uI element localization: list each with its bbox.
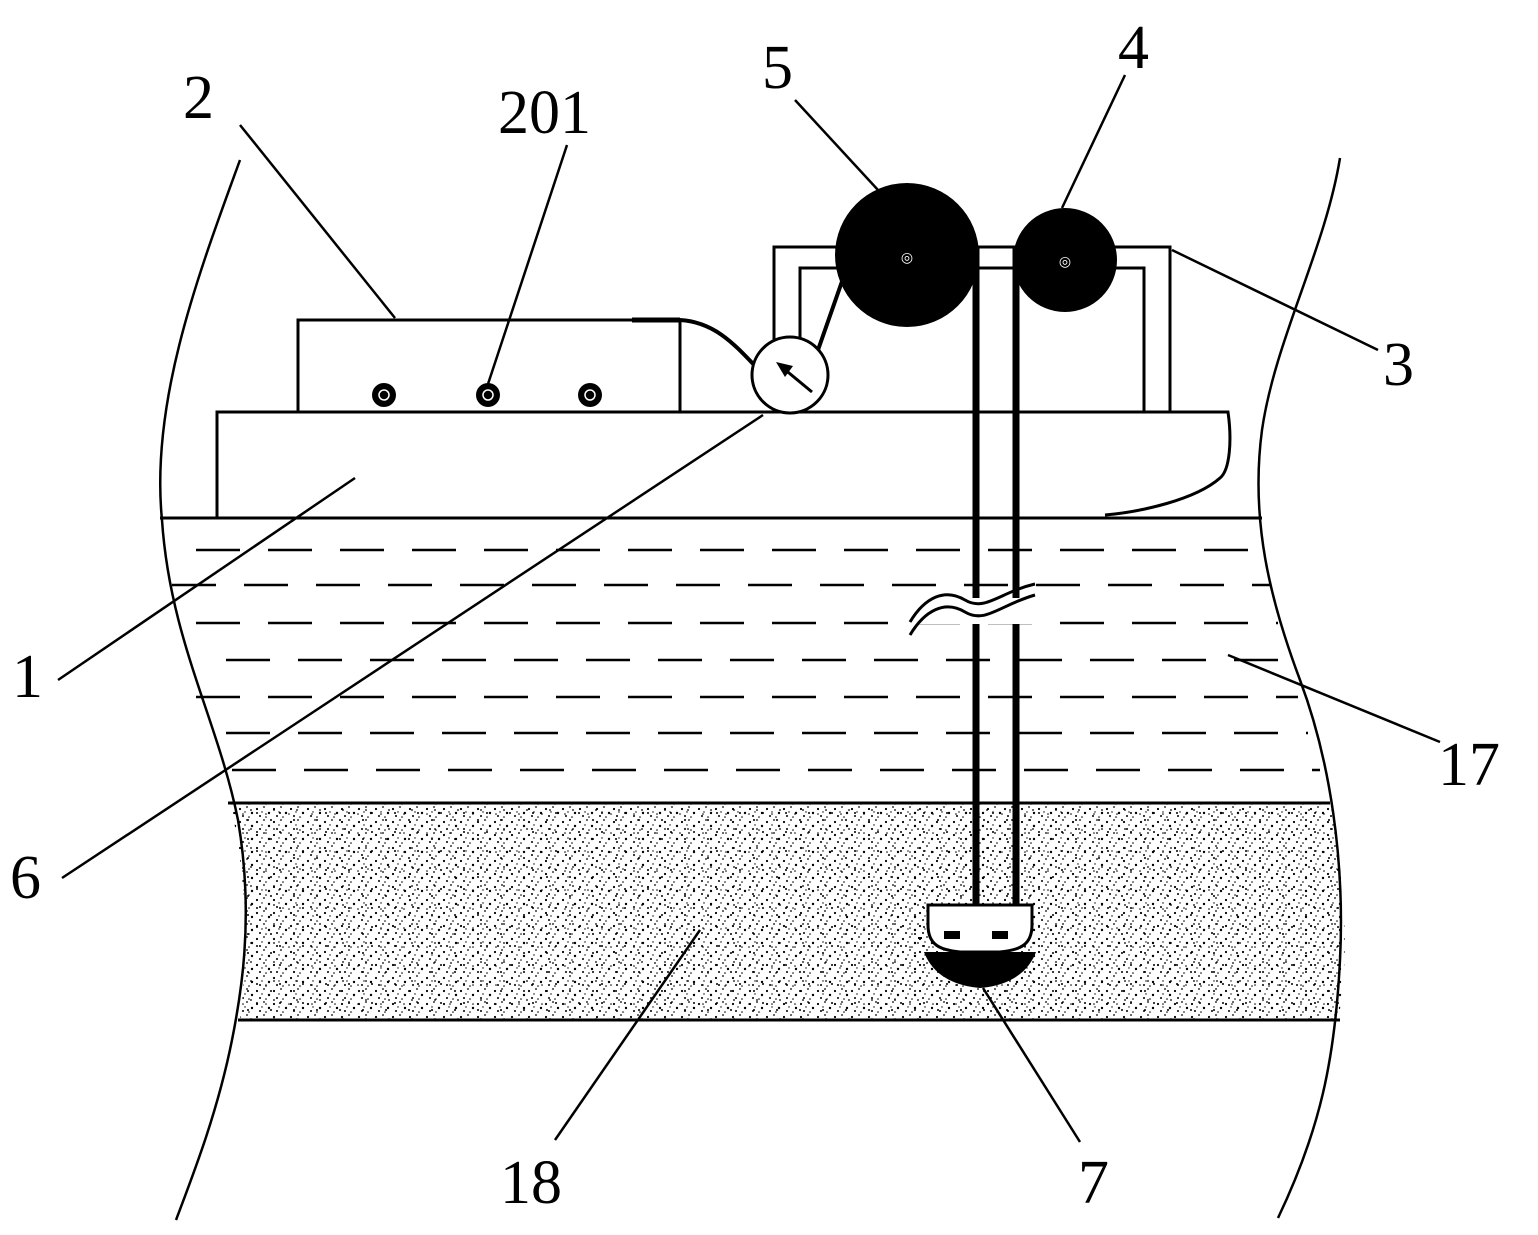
sediment-layer (228, 801, 1345, 1022)
label-winch-reel: 5 (762, 34, 793, 102)
label-control-box: 2 (183, 64, 214, 132)
signal-cable (679, 318, 759, 370)
meter-gauge (750, 269, 848, 415)
break-lines (158, 157, 1343, 1221)
ship-hull (215, 410, 1232, 518)
leader-lines (57, 74, 1441, 1143)
control-box (296, 317, 682, 414)
winch-reel: ◎ (835, 183, 979, 327)
svg-text:◎: ◎ (1059, 254, 1071, 270)
reference-labels: 2 201 5 4 3 1 17 6 18 7 (10, 14, 1500, 1217)
svg-text:◎: ◎ (901, 250, 913, 266)
label-frame: 3 (1383, 331, 1414, 399)
label-guide-wheel: 4 (1118, 14, 1149, 82)
label-water-layer: 17 (1438, 731, 1500, 799)
water-layer (160, 516, 1320, 772)
probe (918, 903, 1036, 988)
label-ship: 1 (12, 643, 43, 711)
label-sediment-layer: 18 (500, 1149, 562, 1217)
probe-cables (905, 248, 1036, 905)
label-probe: 7 (1078, 1149, 1109, 1217)
control-buttons (372, 383, 602, 407)
label-meter: 6 (10, 844, 41, 912)
label-control-buttons: 201 (498, 79, 591, 147)
guide-wheel: ◎ (1013, 208, 1117, 312)
